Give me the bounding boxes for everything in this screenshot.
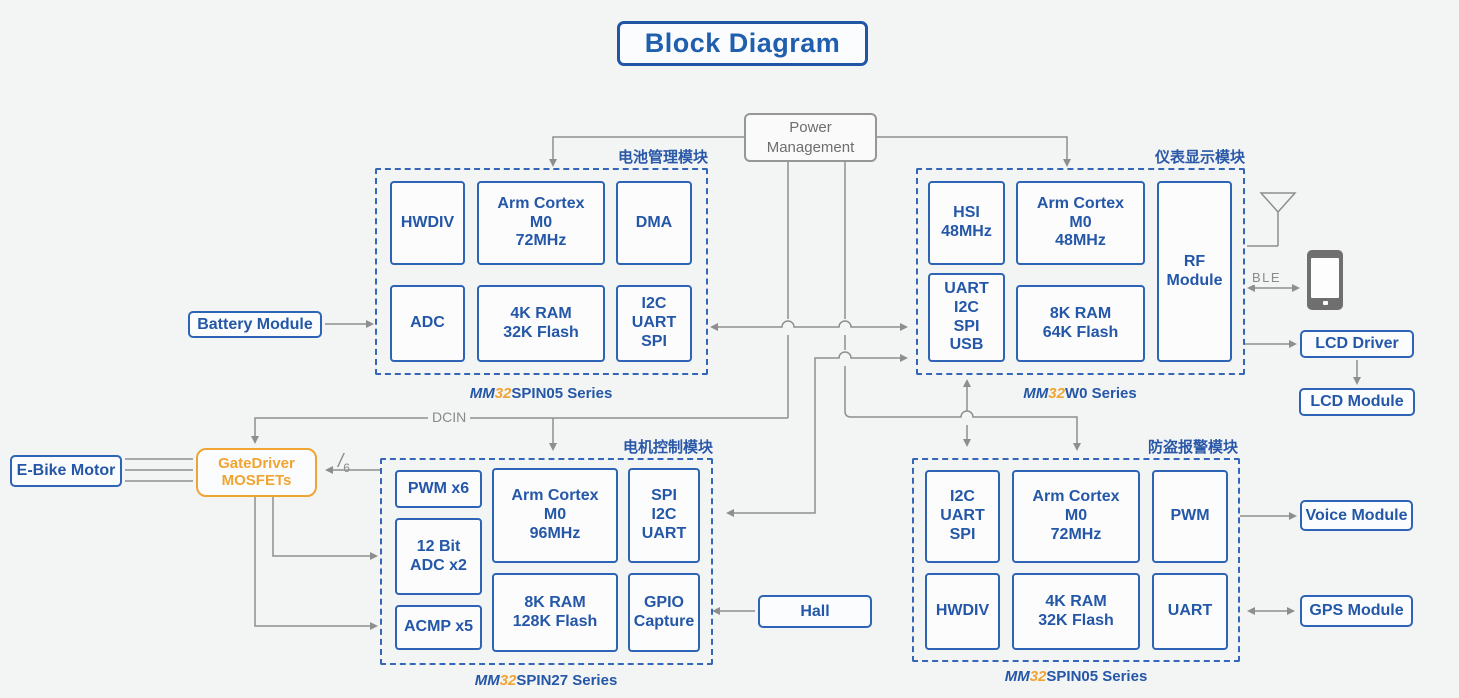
gps-module-box: GPS Module (1300, 595, 1413, 627)
block-pwm-x6: PWM x6 (395, 470, 482, 508)
block-alarm-uart: UART (1152, 573, 1228, 650)
alarm-series-label: MM32SPIN05 Series (1004, 668, 1148, 685)
lcd-driver-box: LCD Driver (1300, 330, 1414, 358)
bus-width-6-label: /6 (338, 451, 350, 475)
motor-control-module (380, 458, 713, 665)
block-rf-module: RF Module (1157, 181, 1232, 362)
motor-module-title: 电机控制模块 (622, 439, 713, 456)
battery-management-module (375, 168, 708, 375)
gatedriver-mosfets-box: GateDriver MOSFETs (196, 448, 317, 497)
block-cortex-96mhz: Arm Cortex M0 96MHz (492, 468, 618, 563)
battery-module-title: 电池管理模块 (617, 149, 708, 166)
block-acmp-x5: ACMP x5 (395, 605, 482, 650)
block-hsi-48mhz: HSI 48MHz (928, 181, 1005, 265)
display-module (916, 168, 1245, 375)
block-gpio-capture: GPIO Capture (628, 573, 700, 652)
motor-series-label: MM32SPIN27 Series (474, 672, 618, 689)
block-4k-ram-32k-flash: 4K RAM 32K Flash (477, 285, 605, 362)
alarm-module (912, 458, 1240, 662)
block-cortex-48mhz: Arm Cortex M0 48MHz (1016, 181, 1145, 265)
lcd-module-box: LCD Module (1299, 388, 1415, 416)
hall-box: Hall (758, 595, 872, 628)
power-management-box: Power Management (744, 113, 877, 162)
page-title: Block Diagram (617, 21, 868, 66)
battery-series-label: MM32SPIN05 Series (469, 385, 613, 402)
block-hwdiv: HWDIV (390, 181, 465, 265)
block-cortex-72mhz: Arm Cortex M0 72MHz (477, 181, 605, 265)
phone-home-button (1322, 301, 1328, 305)
block-alarm-4k-ram-32k-flash: 4K RAM 32K Flash (1012, 573, 1140, 650)
block-i2c-uart-spi: I2C UART SPI (616, 285, 692, 362)
block-8k-ram-128k-flash: 8K RAM 128K Flash (492, 573, 618, 652)
block-8k-ram-64k-flash: 8K RAM 64K Flash (1016, 285, 1145, 362)
dcin-label: DCIN (428, 409, 471, 425)
block-alarm-pwm: PWM (1152, 470, 1228, 563)
ble-label: BLE (1252, 270, 1282, 285)
block-adc: ADC (390, 285, 465, 362)
block-dma: DMA (616, 181, 692, 265)
display-series-label: MM32W0 Series (1023, 385, 1137, 402)
block-12bit-adc-x2: 12 Bit ADC x2 (395, 518, 482, 595)
voice-module-box: Voice Module (1300, 500, 1413, 531)
block-uart-i2c-spi-usb: UART I2C SPI USB (928, 273, 1005, 362)
block-alarm-cortex-72mhz: Arm Cortex M0 72MHz (1012, 470, 1140, 563)
ebike-motor-box: E-Bike Motor (10, 455, 122, 487)
antenna-icon (1247, 192, 1297, 247)
phone-icon (1307, 250, 1343, 310)
battery-module-box: Battery Module (188, 311, 322, 338)
block-alarm-i2c-uart-spi: I2C UART SPI (925, 470, 1000, 563)
phone-screen (1311, 258, 1339, 298)
block-spi-i2c-uart: SPI I2C UART (628, 468, 700, 563)
alarm-module-title: 防盗报警模块 (1147, 439, 1238, 456)
block-alarm-hwdiv: HWDIV (925, 573, 1000, 650)
display-module-title: 仪表显示模块 (1154, 149, 1245, 166)
